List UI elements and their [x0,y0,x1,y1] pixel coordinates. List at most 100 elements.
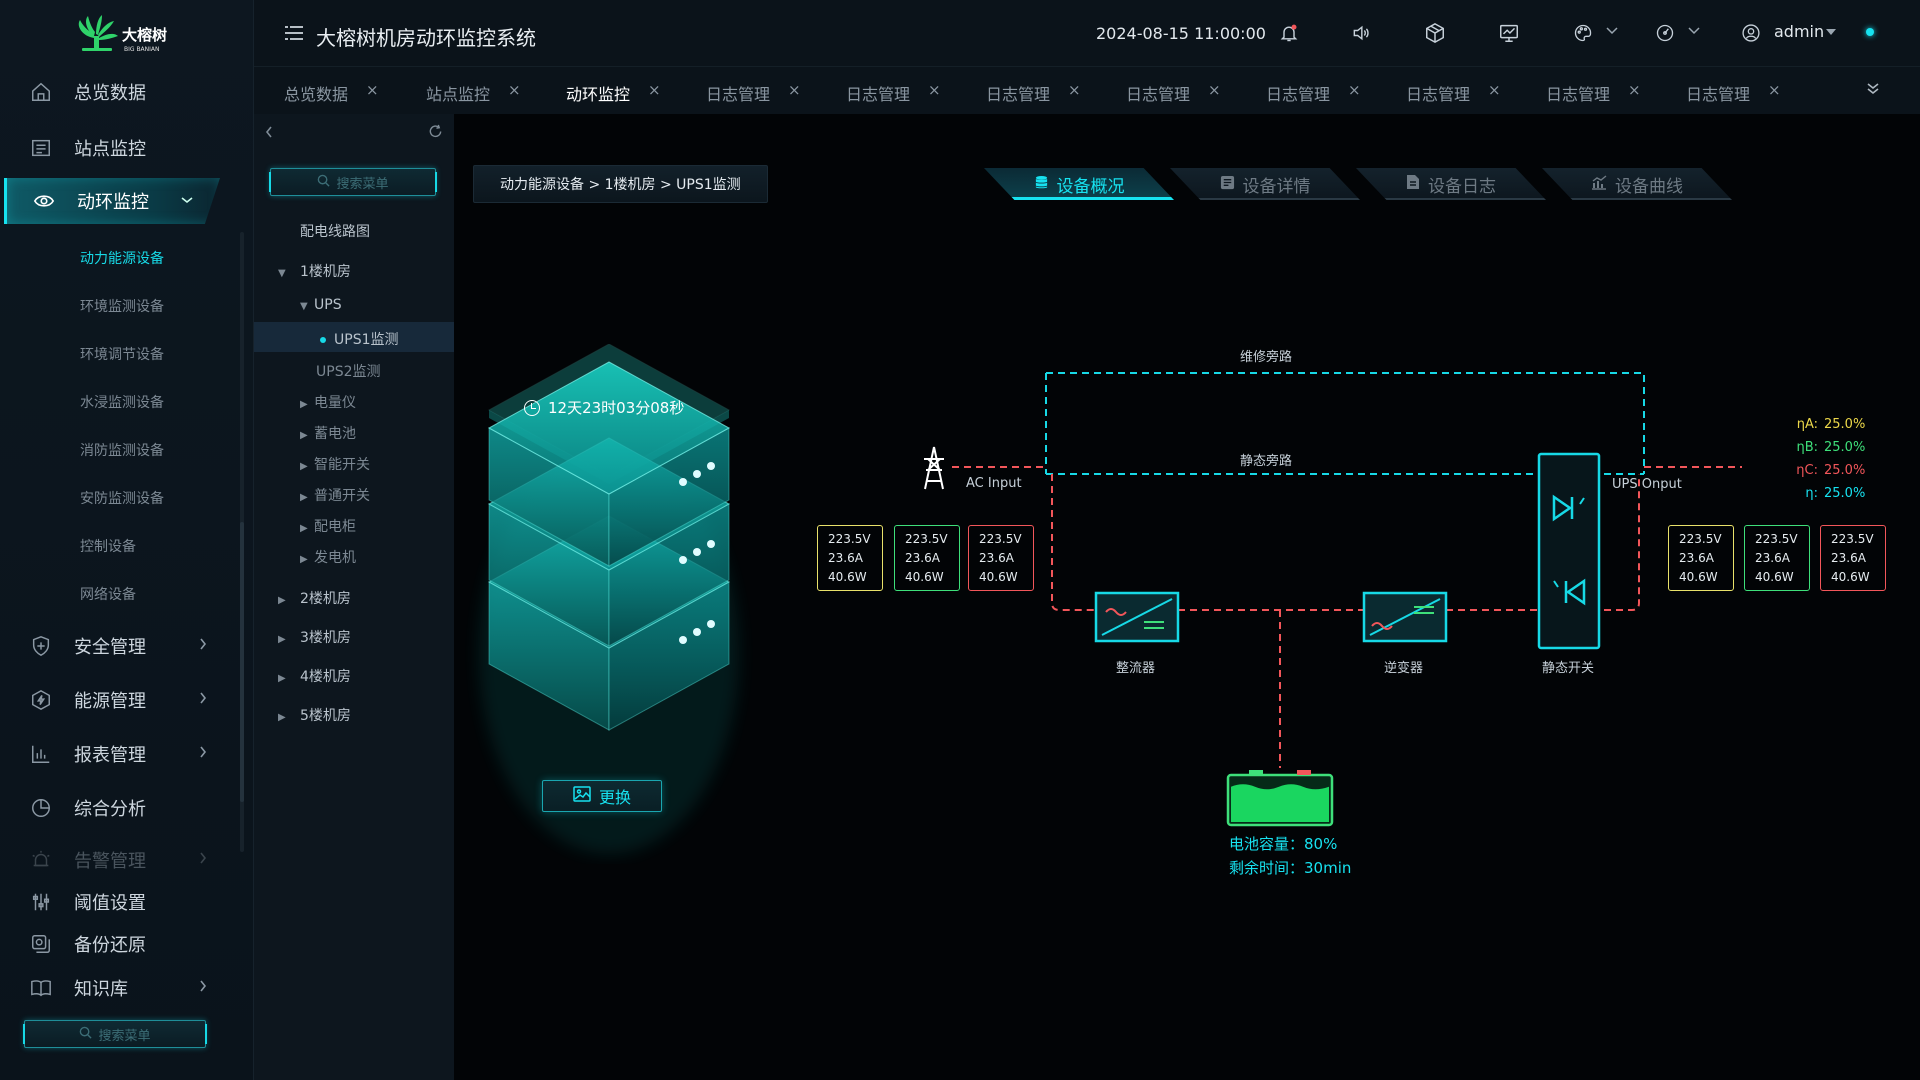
nav-item-backup[interactable]: 备份还原 [0,922,254,966]
bell-icon[interactable] [1278,22,1300,44]
caret-right-icon: ▶ [300,492,308,503]
close-icon[interactable]: × [1068,81,1081,99]
sub-item-env-detect[interactable]: 环境监测设备 [80,299,164,315]
sub-item-network-device[interactable]: 网络设备 [80,587,136,603]
tab-device-log[interactable]: 设备日志 [1356,168,1546,200]
static-switch-icon [1537,452,1601,650]
tree-node-ups2[interactable]: UPS2监测 [316,364,381,380]
tree-node-cabinet[interactable]: ▶配电柜 [300,519,356,535]
tab-device-detail[interactable]: 设备详情 [1170,168,1360,200]
close-icon[interactable]: × [366,81,379,99]
close-icon[interactable]: × [508,81,521,99]
speaker-icon[interactable] [1350,22,1372,44]
header: 大榕树机房动环监控系统 2024-08-15 11:00:00 admin [254,0,1920,66]
tree-node-normal-switch[interactable]: ▶普通开关 [300,488,370,504]
nav-item-threshold[interactable]: 阈值设置 [0,880,254,924]
main-content: 动力能源设备 > 1楼机房 > UPS1监测 设备概况 设备详情 设备日志 [454,114,1920,1080]
datetime: 2024-08-15 11:00:00 [1096,24,1266,43]
tab-overview[interactable]: 总览数据 [284,85,349,104]
output-meter-a: 223.5V 23.6A 40.6W [1668,525,1734,591]
sidebar-search-input[interactable]: 搜索菜单 [23,1020,207,1048]
tree-node-ups[interactable]: ▼UPS [300,297,342,313]
tab-log[interactable]: 日志管理 [706,85,771,104]
file-icon [1406,174,1420,194]
menu-toggle-icon[interactable] [284,24,304,42]
caret-right-icon: ▶ [300,461,308,472]
database-icon [1034,175,1049,194]
user-name[interactable]: admin [1774,22,1825,41]
sub-item-power-device[interactable]: 动力能源设备 [80,251,164,267]
tab-log[interactable]: 日志管理 [1266,85,1331,104]
nav-item-label: 告警管理 [74,851,146,872]
nav-item-site-monitor[interactable]: 站点监控 [0,126,254,170]
tab-log[interactable]: 日志管理 [1126,85,1191,104]
monitor-chart-icon[interactable] [1498,22,1520,44]
close-icon[interactable]: × [1208,81,1221,99]
sub-item-env-adjust[interactable]: 环境调节设备 [80,347,164,363]
sub-item-security-detect[interactable]: 安防监测设备 [80,491,164,507]
sub-item-control-device[interactable]: 控制设备 [80,539,136,555]
chevron-left-icon[interactable] [264,124,274,143]
nav-item-overview[interactable]: 总览数据 [0,70,254,114]
tab-device-overview[interactable]: 设备概况 [984,168,1174,200]
close-icon[interactable]: × [648,81,661,99]
change-image-button[interactable]: 更换 [542,780,662,812]
refresh-icon[interactable] [428,124,443,143]
nav-item-security[interactable]: 安全管理 [0,624,254,668]
scrollbar-thumb[interactable] [240,522,244,802]
nav-item-label: 安全管理 [74,637,146,658]
sidebar-scrollbar[interactable] [240,232,244,852]
close-icon[interactable]: × [1348,81,1361,99]
caret-right-icon: ▶ [278,712,286,723]
tree-search-input[interactable]: 搜索菜单 [269,168,437,196]
sub-item-fire-detect[interactable]: 消防监测设备 [80,443,164,459]
3d-box-icon[interactable] [1424,22,1446,44]
tree-node-floor2[interactable]: ▶2楼机房 [278,591,351,607]
close-icon[interactable]: × [788,81,801,99]
nav-item-knowledge[interactable]: 知识库 [0,966,254,1010]
palette-icon[interactable] [1572,22,1594,44]
tree-node-battery[interactable]: ▶蓄电池 [300,426,356,442]
nav-item-env-monitor[interactable]: 动环监控 [4,178,220,224]
tab-log[interactable]: 日志管理 [1686,85,1751,104]
sub-item-water-detect[interactable]: 水浸监测设备 [80,395,164,411]
device-tree-panel: 搜索菜单 配电线路图 ▼1楼机房 ▼UPS UPS1监测 UPS2监测 ▶电量仪… [254,114,454,1080]
selected-dot [320,337,326,343]
nav-item-label: 备份还原 [74,935,146,956]
tab-env-monitor[interactable]: 动环监控 [566,85,631,104]
chevrons-down-icon[interactable] [1866,81,1880,99]
search-icon [79,1026,93,1043]
tree-node-floor3[interactable]: ▶3楼机房 [278,630,351,646]
dashboard-gauge-icon[interactable] [1654,22,1676,44]
nav-item-energy[interactable]: 能源管理 [0,678,254,722]
nav-item-analysis[interactable]: 综合分析 [0,786,254,830]
book-icon [28,975,54,1001]
tab-log[interactable]: 日志管理 [986,85,1051,104]
tab-log[interactable]: 日志管理 [846,85,911,104]
caret-down-icon[interactable] [1826,26,1836,39]
tree-node-floor5[interactable]: ▶5楼机房 [278,708,351,724]
chevron-down-icon[interactable] [1606,25,1618,38]
nav-item-alarms[interactable]: 告警管理 [0,838,254,882]
tree-node-wiring[interactable]: 配电线路图 [300,224,370,240]
battery-capacity: 电池容量：80% [1229,835,1338,853]
tab-device-curve[interactable]: 设备曲线 [1542,168,1732,200]
close-icon[interactable]: × [1488,81,1501,99]
tab-log[interactable]: 日志管理 [1406,85,1471,104]
tab-site-monitor[interactable]: 站点监控 [426,85,491,104]
home-icon [28,79,54,105]
nav-item-reports[interactable]: 报表管理 [0,732,254,776]
runtime-counter: 12天23时03分08秒 [524,397,684,418]
close-icon[interactable]: × [1768,81,1781,99]
tree-node-generator[interactable]: ▶发电机 [300,550,356,566]
tree-node-floor4[interactable]: ▶4楼机房 [278,669,351,685]
tree-node-ups1-selected[interactable]: UPS1监测 [254,322,454,352]
chevron-down-icon[interactable] [1688,25,1700,38]
tree-node-floor1[interactable]: ▼1楼机房 [278,264,351,280]
tree-node-meter[interactable]: ▶电量仪 [300,395,356,411]
user-avatar-icon[interactable] [1740,22,1762,44]
tree-node-smart-switch[interactable]: ▶智能开关 [300,457,370,473]
tab-log[interactable]: 日志管理 [1546,85,1611,104]
close-icon[interactable]: × [1628,81,1641,99]
close-icon[interactable]: × [928,81,941,99]
